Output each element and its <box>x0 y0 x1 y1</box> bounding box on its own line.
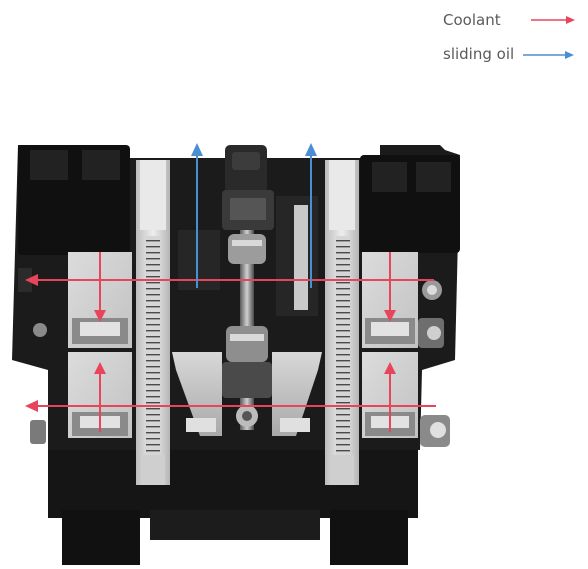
left-clamp-upper-face <box>80 322 120 336</box>
top-center-detail <box>232 152 260 170</box>
right-fitting-lower-core <box>430 422 446 438</box>
top-right-block-detail <box>372 162 407 192</box>
legend-label-coolant: Coolant <box>443 11 501 29</box>
right-clamp-upper-face <box>371 322 409 336</box>
machine-illustration <box>12 145 460 565</box>
left-wedge <box>172 352 222 436</box>
coolant-arrow-down-left <box>94 252 106 322</box>
left-wedge-clamp <box>186 418 216 432</box>
legend-item-coolant: Coolant <box>443 11 575 29</box>
top-left-block-detail <box>82 150 120 180</box>
upper-coupling-ring <box>232 240 262 246</box>
sliding-oil-legend-arrow-head <box>565 51 574 59</box>
right-wedge-clamp <box>280 418 310 432</box>
left-guide-scale <box>146 236 160 458</box>
legend: Coolant sliding oil <box>443 11 575 63</box>
sliding-oil-arrow-up-right <box>305 143 317 288</box>
right-guide-bottom <box>330 455 354 485</box>
legend-label-sliding-oil: sliding oil <box>443 45 514 63</box>
coolant-legend-arrow-head <box>566 16 575 24</box>
coolant-arrow-horizontal-lower <box>25 400 436 412</box>
lower-coupling-ring <box>230 334 264 341</box>
left-fitting-mid <box>33 323 47 337</box>
machine-foot-right <box>330 510 408 565</box>
legend-item-sliding-oil: sliding oil <box>443 45 574 63</box>
coolant-arrow-horizontal-upper <box>25 274 434 286</box>
right-fitting-upper-core <box>427 285 437 295</box>
lower-coupling <box>226 326 268 362</box>
center-right-rail <box>294 205 308 310</box>
machine-foot-center <box>150 510 320 540</box>
coolant-arrow-up-left <box>94 362 106 432</box>
coolant-arrow-up-right <box>384 362 396 432</box>
left-guide-bottom <box>141 455 165 485</box>
upper-coupling <box>228 234 266 264</box>
top-right-block-detail <box>416 162 451 192</box>
sliding-oil-arrow-up-left <box>191 143 203 288</box>
machine-foot-left <box>62 510 140 565</box>
flow-arrows <box>25 143 436 432</box>
lower-bearing-core <box>242 411 252 421</box>
machine-base <box>48 448 418 518</box>
right-guide-top <box>329 160 355 230</box>
left-fitting-lower <box>30 420 46 444</box>
right-guide-scale <box>336 236 350 458</box>
center-upper-housing-detail <box>230 198 266 220</box>
right-fitting-mid-core <box>427 326 441 340</box>
left-guide-top <box>140 160 166 230</box>
right-wedge <box>272 352 322 436</box>
lower-bearing-block <box>222 362 272 398</box>
coolant-arrow-down-right <box>384 252 396 322</box>
top-left-block-detail <box>30 150 68 180</box>
